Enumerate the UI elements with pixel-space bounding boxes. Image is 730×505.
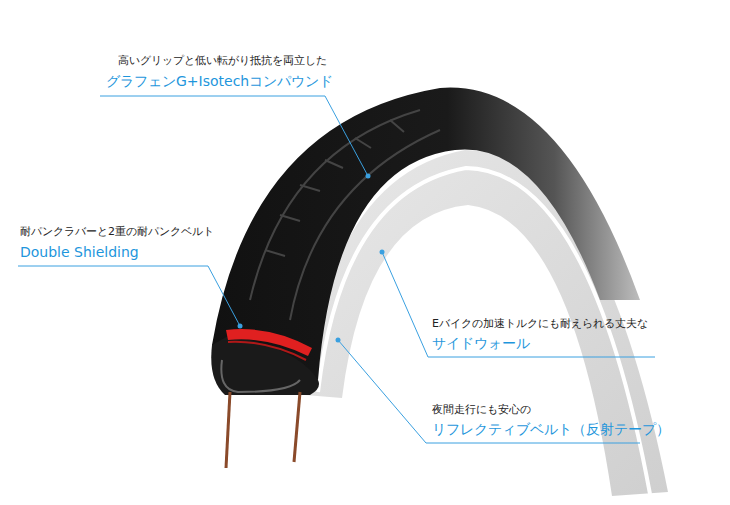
leader-lines <box>18 96 655 443</box>
feature-note: 夜間走行にも安心の <box>432 403 531 416</box>
feature-note: 高いグリップと低い転がり抵抗を両立した <box>118 54 327 67</box>
feature-note: 耐パンクラバーと2重の耐パンクベルト <box>20 225 214 238</box>
feature-note: Eバイクの加速トルクにも耐えられる丈夫な <box>432 317 648 330</box>
feature-name: グラフェンG+Isotechコンパウンド <box>106 73 333 90</box>
cross-section <box>211 329 319 468</box>
leader-dots <box>238 174 385 343</box>
tread-pattern <box>250 110 440 320</box>
feature-name: サイドウォール <box>432 335 530 352</box>
tread <box>212 88 640 380</box>
feature-name: リフレクティブベルト（反射テープ） <box>432 421 670 438</box>
feature-name: Double Shielding <box>20 244 139 261</box>
